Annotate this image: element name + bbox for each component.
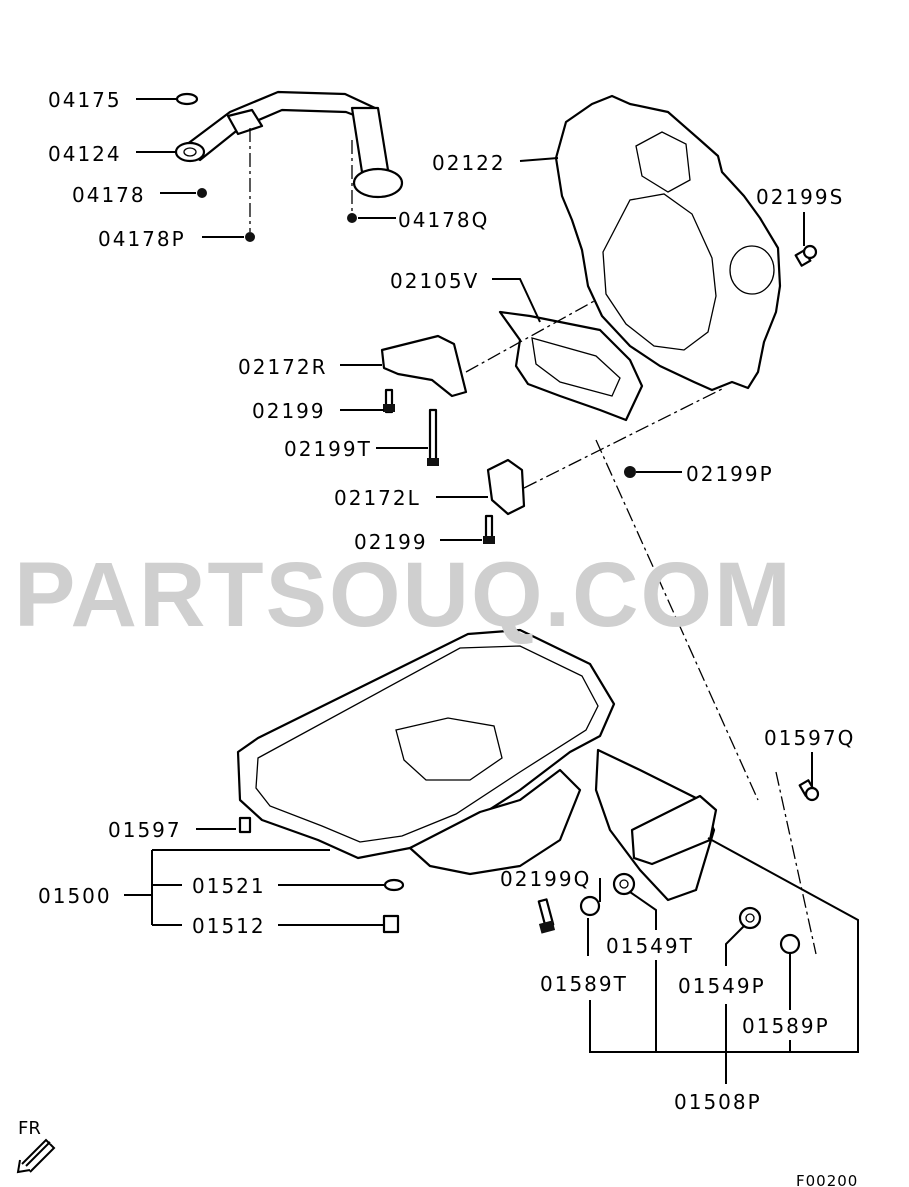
gasket-ring-04175[interactable]	[175, 92, 199, 106]
bolt-04178[interactable]	[197, 188, 207, 198]
label-02122[interactable]: 02122	[432, 151, 506, 175]
label-01549T[interactable]: 01549T	[606, 934, 694, 958]
leader-lines	[124, 98, 859, 1084]
label-02199S[interactable]: 02199S	[756, 185, 844, 209]
bolt-02199P[interactable]	[624, 466, 636, 478]
front-direction-arrow: FR	[16, 1118, 56, 1174]
bolt-04178P[interactable]	[245, 232, 255, 242]
rear-plate[interactable]	[554, 94, 782, 392]
label-02172R[interactable]: 02172R	[238, 355, 328, 379]
label-04178[interactable]: 04178	[72, 183, 146, 207]
plug-01597[interactable]	[238, 816, 252, 834]
label-02199-upper[interactable]: 02199	[252, 399, 326, 423]
label-01589T[interactable]: 01589T	[540, 972, 628, 996]
label-01597Q[interactable]: 01597Q	[764, 726, 855, 750]
label-02172L[interactable]: 02172L	[334, 486, 421, 510]
label-02199Q[interactable]: 02199Q	[500, 867, 591, 891]
drain-plug-01512[interactable]	[382, 914, 400, 934]
bolt-02199S[interactable]	[794, 244, 818, 267]
label-01597[interactable]: 01597	[108, 818, 182, 842]
bracket-02172L[interactable]	[486, 458, 526, 516]
label-01512[interactable]: 01512	[192, 914, 266, 938]
label-02199P[interactable]: 02199P	[686, 462, 774, 486]
label-02199T[interactable]: 02199T	[284, 437, 372, 461]
bolt-01597Q[interactable]	[798, 779, 820, 802]
label-04175[interactable]: 04175	[48, 88, 122, 112]
label-04178P[interactable]: 04178P	[98, 227, 186, 251]
fr-label: FR	[18, 1118, 41, 1139]
bolt-04178Q[interactable]	[347, 213, 357, 223]
bell-housing-cover[interactable]	[498, 310, 644, 422]
clip-01589P[interactable]	[779, 933, 801, 955]
baffle-bracket[interactable]	[594, 748, 718, 902]
long-bolt-02199T[interactable]	[427, 408, 439, 466]
gasket-01521[interactable]	[383, 878, 405, 892]
figure-code: F00200	[796, 1172, 858, 1187]
oil-pan[interactable]	[236, 628, 616, 876]
label-01589P[interactable]: 01589P	[742, 1014, 830, 1038]
label-01549P[interactable]: 01549P	[678, 974, 766, 998]
label-01500[interactable]: 01500	[38, 884, 112, 908]
bolt-02199-lower[interactable]	[483, 514, 495, 544]
clip-01589T[interactable]	[579, 895, 601, 917]
oil-strainer-pipe[interactable]	[174, 90, 404, 199]
watermark: PARTSOUQ.COM	[14, 544, 793, 646]
label-04178Q[interactable]: 04178Q	[398, 208, 489, 232]
bracket-02172R[interactable]	[380, 334, 468, 398]
label-02199-lower[interactable]: 02199	[354, 530, 428, 554]
grommet-01549P[interactable]	[738, 906, 762, 930]
label-04124[interactable]: 04124	[48, 142, 122, 166]
label-02105V[interactable]: 02105V	[390, 269, 479, 293]
bolt-02199Q[interactable]	[537, 898, 556, 934]
bolt-02199-upper[interactable]	[383, 388, 395, 414]
label-01521[interactable]: 01521	[192, 874, 266, 898]
label-01508P[interactable]: 01508P	[674, 1090, 762, 1114]
grommet-01549T[interactable]	[612, 872, 636, 896]
